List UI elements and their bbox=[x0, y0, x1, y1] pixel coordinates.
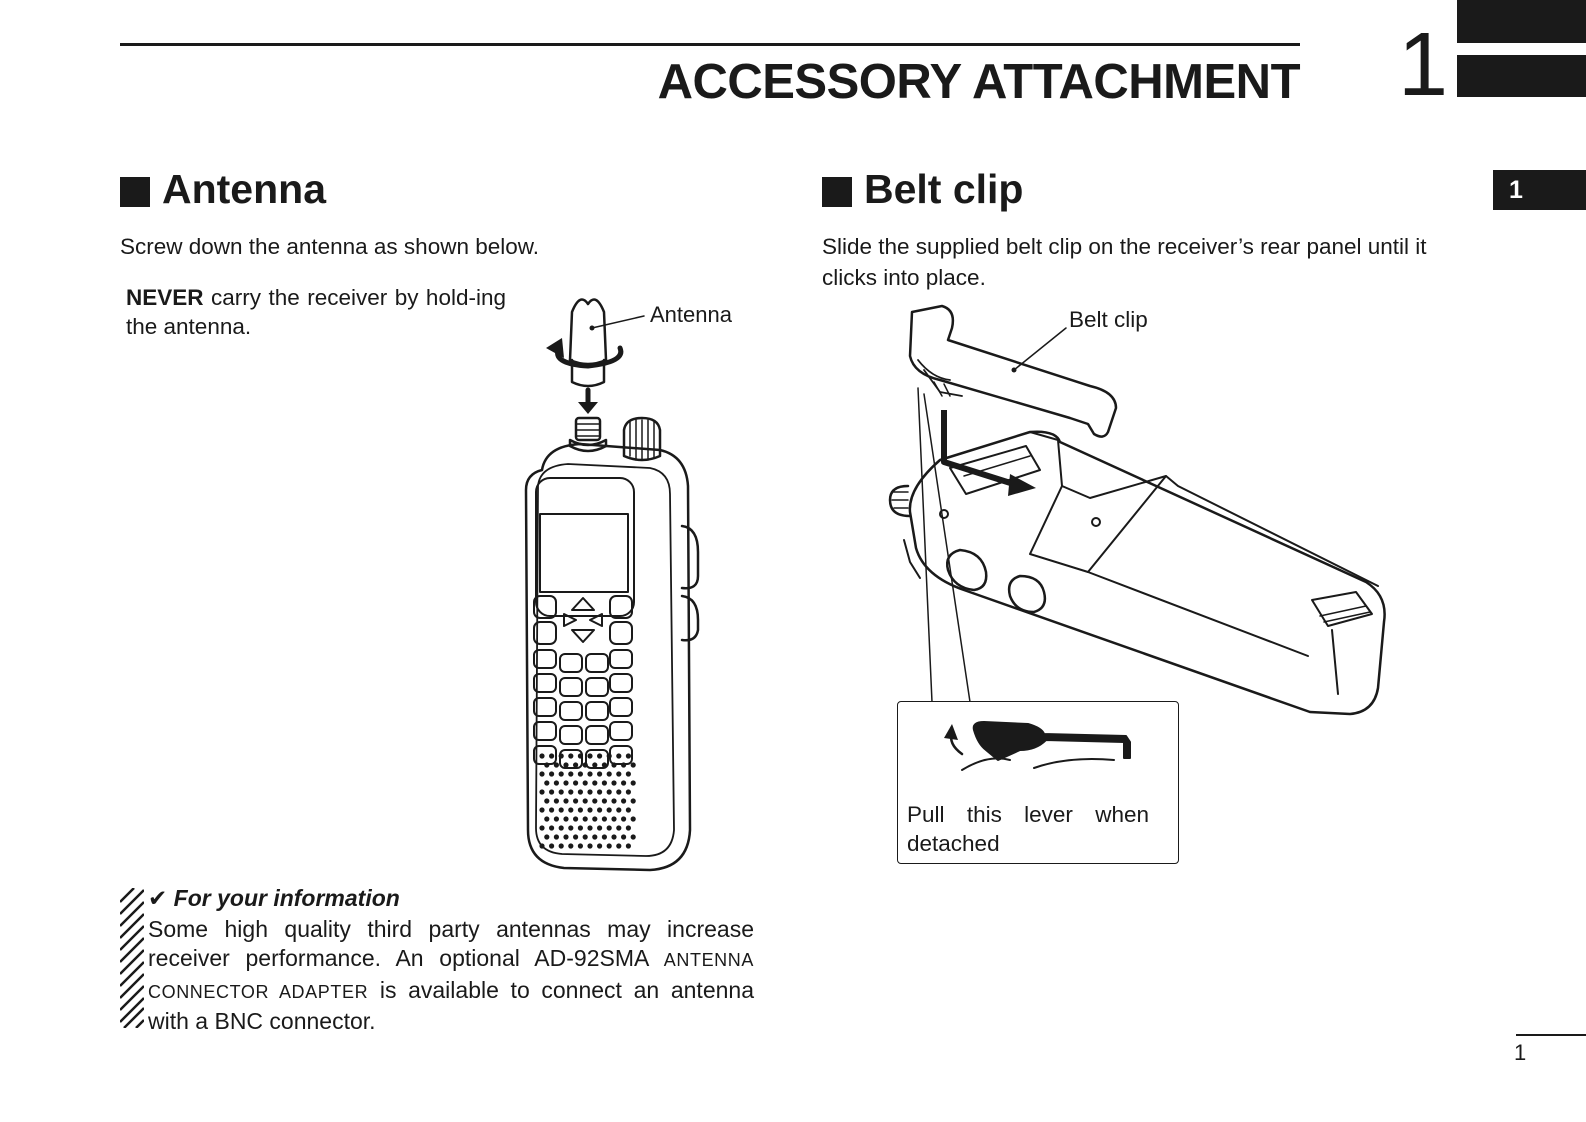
beltclip-heading-text: Belt clip bbox=[864, 166, 1024, 212]
chapter-tab-bar-bottom bbox=[1457, 55, 1586, 97]
chapter-title: ACCESSORY ATTACHMENT bbox=[657, 55, 1301, 109]
beltclip-callout-label: Belt clip bbox=[1069, 307, 1148, 332]
lever-caption: Pull this lever when detached bbox=[907, 802, 1149, 856]
beltclip-illustration bbox=[888, 304, 1386, 716]
side-chapter-tab: 1 bbox=[1493, 170, 1586, 210]
heading-square-icon bbox=[822, 176, 852, 207]
fyi-body: Some high quality third party antennas m… bbox=[148, 915, 754, 1036]
page-number: 1 bbox=[1514, 1040, 1527, 1065]
antenna-heading-text: Antenna bbox=[162, 166, 326, 212]
chapter-tab-bar-top bbox=[1457, 0, 1586, 43]
lever-detail-drawing bbox=[944, 721, 1131, 771]
beltclip-intro-text: Slide the supplied belt clip on the rece… bbox=[822, 234, 1427, 290]
antenna-warning: NEVER carry the receiver by hold-ing the… bbox=[126, 283, 506, 341]
heading-square-icon bbox=[120, 176, 150, 207]
fyi-text-part-2: is available to connect an antenna with … bbox=[148, 976, 754, 1034]
beltclip-section-heading: Belt clip bbox=[822, 166, 1023, 213]
fyi-heading: ✔ For your information bbox=[148, 885, 400, 911]
footer-rule bbox=[1516, 1034, 1586, 1036]
antenna-section-heading: Antenna bbox=[120, 166, 326, 213]
header-rule bbox=[120, 43, 1300, 46]
warning-text: carry the receiver by hold-ing the anten… bbox=[126, 285, 506, 339]
fyi-product-name: ANTENNA CONNECTOR ADAPTER bbox=[148, 950, 754, 1002]
receiver-antenna-illustration bbox=[524, 298, 700, 872]
lever-detail-box: Pull this lever when detached bbox=[897, 701, 1179, 864]
fyi-text-part-1: Some high quality third party antennas m… bbox=[148, 916, 754, 972]
chapter-number: 1 bbox=[1398, 15, 1449, 115]
antenna-callout-label: Antenna bbox=[650, 302, 732, 327]
antenna-intro-text: Screw down the antenna as shown below. bbox=[120, 234, 540, 259]
fyi-hatch-icon bbox=[120, 888, 144, 1028]
warning-emphasis: NEVER bbox=[126, 285, 204, 310]
